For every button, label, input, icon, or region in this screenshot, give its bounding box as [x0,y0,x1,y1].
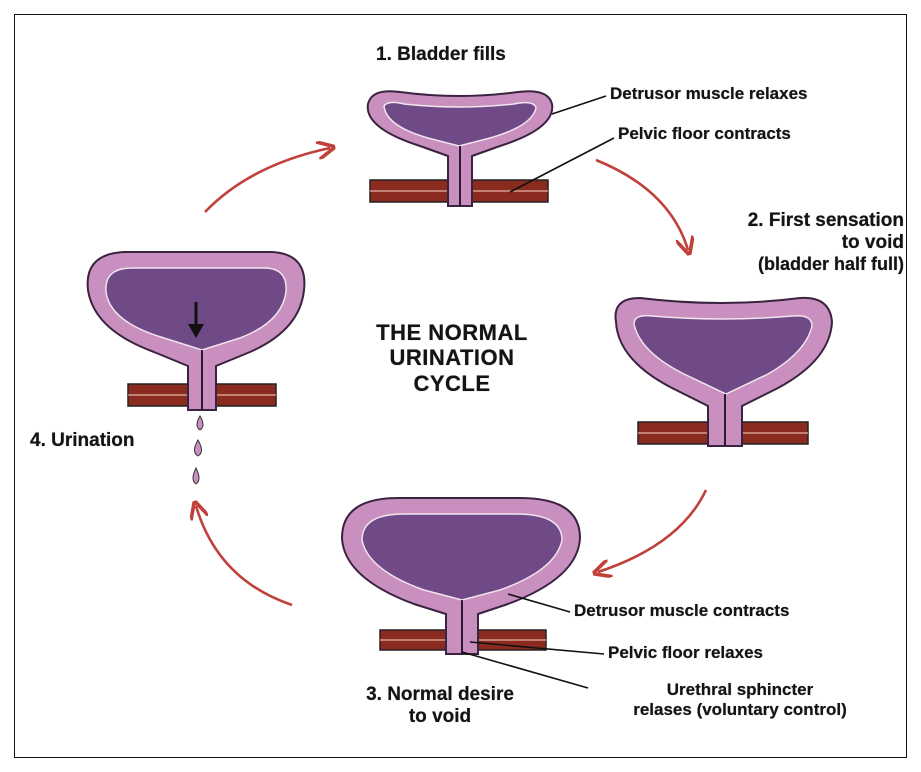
bladder-3-illustration [342,498,580,654]
leader-detrusor-relaxes [552,96,606,114]
cycle-arrow-4-to-1 [205,148,330,212]
callout-pelvic-contracts: Pelvic floor contracts [618,124,791,144]
droplet-2 [195,440,202,456]
diagram-title: THE NORMAL URINATION CYCLE [352,320,552,396]
bladder-1-illustration [368,91,553,206]
callout-pelvic-relaxes: Pelvic floor relaxes [608,643,763,663]
droplet-1 [197,416,203,430]
droplet-3 [193,468,199,484]
step-2-line-2: to void [650,232,904,254]
leader-pelvic-contracts [510,138,614,192]
title-line-2: URINATION [352,345,552,370]
step-2-line-3: (bladder half full) [650,254,904,275]
leader-sphincter [462,652,588,688]
step-3-line-2: to void [330,706,550,728]
step-3-line-1: 3. Normal desire [330,684,550,706]
callout-sphincter-line-1: Urethral sphincter [590,680,890,700]
leader-detrusor-contracts [508,594,570,612]
cycle-arrow-2-to-3 [598,490,706,572]
callout-sphincter-line-2: relases (voluntary control) [590,700,890,720]
step-3-label: 3. Normal desire to void [330,684,550,728]
callout-sphincter: Urethral sphincter relases (voluntary co… [590,680,890,719]
step-1-label: 1. Bladder fills [376,44,506,66]
step-2-label: 2. First sensation to void (bladder half… [650,210,904,274]
title-line-1: THE NORMAL [352,320,552,345]
step-2-line-1: 2. First sensation [650,210,904,232]
cycle-arrow-3-to-4 [196,506,292,605]
step-4-label: 4. Urination [30,430,135,452]
bladder-2-illustration [616,298,833,446]
title-line-3: CYCLE [352,371,552,396]
callout-detrusor-contracts: Detrusor muscle contracts [574,601,789,621]
callout-detrusor-relaxes: Detrusor muscle relaxes [610,84,808,104]
